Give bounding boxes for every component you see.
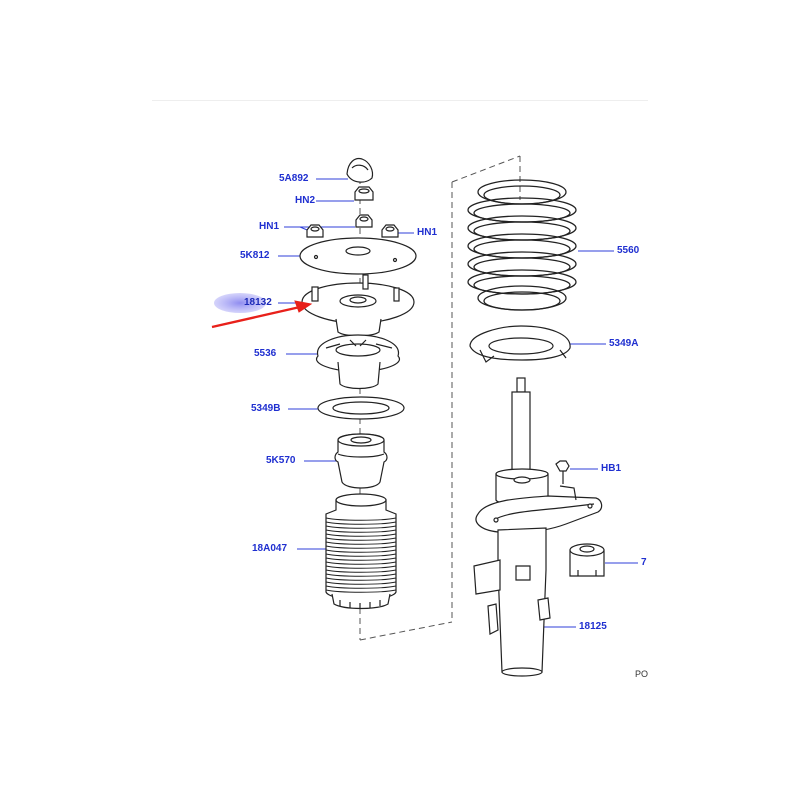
red-arrow — [211, 300, 313, 329]
boot-rib — [325, 573, 397, 577]
upper-seat-part — [316, 334, 400, 390]
boot-rib — [325, 533, 397, 537]
top-plate-part — [299, 237, 417, 275]
label-5K812: 5K812 — [240, 250, 270, 261]
label-5349B: 5349B — [251, 403, 281, 414]
label-5536: 5536 — [254, 348, 277, 359]
spring-coil-inner — [473, 239, 571, 259]
spring-coil-inner — [473, 257, 571, 277]
spring-coil-inner — [473, 203, 571, 223]
side-nuts-part — [306, 214, 399, 238]
boot-rib — [325, 525, 397, 529]
boot-rib — [325, 561, 397, 565]
boot-rib — [325, 589, 397, 593]
boot-rib — [325, 545, 397, 549]
boot-rib — [325, 565, 397, 569]
lower-insulator-part — [317, 396, 405, 420]
bracket-bolt-part — [555, 460, 570, 484]
boot-rib — [325, 549, 397, 553]
top-mount-part — [301, 274, 415, 337]
label-HN1-right: HN1 — [417, 227, 438, 238]
boot-rib — [325, 521, 397, 525]
spring-coil-inner — [473, 221, 571, 241]
boot-rib — [325, 529, 397, 533]
dust-boot-ribs — [325, 517, 397, 593]
label-HN1-left: HN1 — [259, 221, 280, 232]
coil-spring-part — [467, 179, 577, 311]
spring-coil-inner — [483, 291, 561, 311]
bump-stop-part — [334, 433, 388, 489]
spring-insulator-part — [469, 325, 571, 363]
label-PO: PO — [635, 669, 649, 679]
boot-rib — [325, 569, 397, 573]
strut-assembly-part — [473, 377, 603, 677]
dust-boot-base — [331, 593, 391, 610]
label-5K570: 5K570 — [266, 455, 296, 466]
boot-rib — [325, 517, 397, 521]
label-5A892: 5A892 — [279, 173, 309, 184]
boot-rib — [325, 553, 397, 557]
label-18132: 18132 — [244, 297, 272, 308]
label-18125: 18125 — [579, 621, 607, 632]
top-nut-part — [354, 186, 374, 201]
label-18A047: 18A047 — [252, 543, 288, 554]
top-cap-part — [346, 157, 374, 183]
dust-boot-part — [325, 493, 397, 601]
boot-rib — [325, 581, 397, 585]
label-HB1: HB1 — [601, 463, 622, 474]
boot-rib — [325, 537, 397, 541]
boot-rib — [325, 577, 397, 581]
label-7: 7 — [641, 557, 647, 568]
spring-coil-inner — [473, 275, 571, 295]
label-HN2: HN2 — [295, 195, 316, 206]
top-divider — [152, 100, 648, 101]
label-5349A: 5349A — [609, 338, 639, 349]
boot-rib — [325, 585, 397, 589]
spring-coil-inner — [483, 185, 561, 205]
boot-rib — [325, 541, 397, 545]
boot-rib — [325, 557, 397, 561]
label-5560: 5560 — [617, 245, 640, 256]
bushing-part — [569, 543, 605, 577]
